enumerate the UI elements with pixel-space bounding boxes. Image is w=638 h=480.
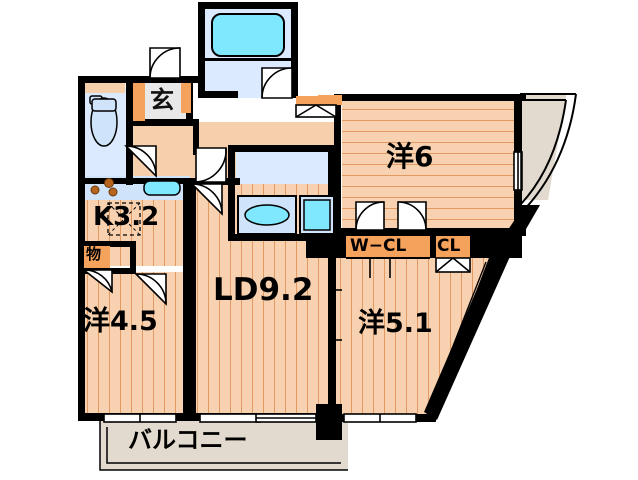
room-label-ld: LD9.2 [213, 272, 314, 308]
closet-label-cl: CL [437, 236, 461, 256]
storage-dashed-box [107, 202, 141, 236]
gas-stove-icon [90, 178, 118, 197]
room-label-entrance: 玄 [150, 86, 174, 114]
corner-wedge [493, 212, 522, 252]
kitchen-sink-icon [143, 180, 181, 196]
balcony-floor [100, 420, 348, 470]
washing-machine-icon [299, 195, 335, 235]
closet-blocks [84, 236, 470, 268]
building-outer-edge [519, 93, 577, 215]
closet-label-walk-in: W−CL [350, 236, 407, 256]
toilet-icon [89, 95, 118, 147]
washbasin-icon [237, 195, 297, 235]
washitsu-45-floor [84, 272, 190, 414]
entrance-floor [140, 78, 188, 126]
room-label-washitsu-45: 洋4.5 [83, 306, 158, 337]
room-label-washitsu-51: 洋5.1 [358, 308, 433, 339]
windows [103, 151, 523, 423]
doors [81, 47, 471, 306]
balcony-rail [99, 100, 522, 471]
room-label-storage: 物 [86, 245, 102, 263]
room-label-kitchen: K3.2 [93, 202, 160, 232]
room-label-washitsu-6: 洋6 [386, 140, 434, 173]
corner-pillar [520, 205, 540, 236]
room-label-balcony: バルコニー [128, 426, 248, 454]
bathtub-icon [211, 13, 285, 57]
entry-orange-trim [85, 83, 342, 121]
